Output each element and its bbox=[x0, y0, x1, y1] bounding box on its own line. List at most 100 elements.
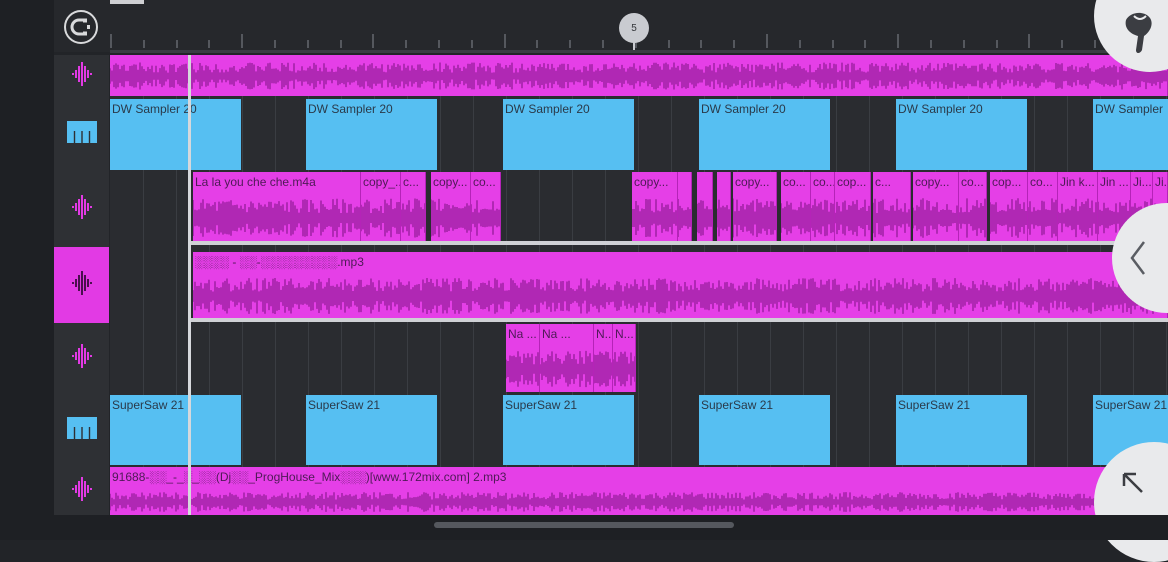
waveform bbox=[632, 199, 677, 237]
track-row[interactable]: 91688-░░_-_░_░░(Dj░░_ProgHouse_Mix░░░)[w… bbox=[54, 467, 1168, 515]
track-row[interactable]: SuperSaw 21 SuperSaw 21 SuperSaw 21 SuperSa… bbox=[54, 394, 1168, 467]
ruler-tick bbox=[438, 40, 440, 48]
audio-clip[interactable]: copy... bbox=[733, 172, 777, 242]
waveform bbox=[990, 198, 1027, 238]
audio-clip[interactable]: La la you che che.m4a bbox=[193, 172, 361, 242]
track-header[interactable] bbox=[54, 55, 109, 98]
ruler-tick bbox=[897, 34, 899, 48]
waveform bbox=[717, 199, 730, 237]
audio-clip[interactable]: N... bbox=[594, 324, 613, 392]
ruler-tick bbox=[241, 34, 243, 48]
audio-clip[interactable]: N... bbox=[613, 324, 636, 392]
playlist-tracks[interactable]: DW Sampler 20 DW Sampler 20 DW Sampler 20 D… bbox=[54, 55, 1168, 515]
pattern-clip[interactable]: SuperSaw 21 bbox=[503, 395, 634, 465]
grid-line bbox=[341, 323, 342, 394]
grid-line bbox=[638, 394, 639, 467]
playhead-line[interactable] bbox=[188, 55, 191, 515]
clip-label: DW Sampler bbox=[1095, 102, 1164, 116]
track-header[interactable] bbox=[54, 98, 109, 171]
clip-label: N... bbox=[615, 327, 634, 341]
audio-clip[interactable]: c... bbox=[401, 172, 426, 242]
pattern-clip[interactable]: DW Sampler 20 bbox=[896, 99, 1027, 170]
clip-label: DW Sampler 20 bbox=[308, 102, 393, 116]
waveform bbox=[913, 198, 958, 238]
pattern-clip[interactable]: DW Sampler 20 bbox=[110, 99, 241, 170]
track-row[interactable] bbox=[54, 55, 1168, 98]
audio-clip[interactable] bbox=[717, 172, 731, 242]
audio-clip[interactable] bbox=[678, 172, 692, 242]
grid-line bbox=[1067, 98, 1068, 171]
grid-line bbox=[506, 171, 507, 247]
audio-clip[interactable]: 91688-░░_-_░_░░(Dj░░_ProgHouse_Mix░░░)[w… bbox=[110, 467, 1168, 515]
audio-clip[interactable]: Jin k... bbox=[1058, 172, 1098, 242]
audio-clip[interactable]: copy... bbox=[431, 172, 471, 242]
audio-clip[interactable]: Na ... bbox=[540, 324, 594, 392]
grid-line bbox=[1067, 394, 1068, 467]
audio-clip[interactable]: copy_... bbox=[361, 172, 401, 242]
snap-button[interactable] bbox=[64, 10, 98, 44]
pattern-clip[interactable]: DW Sampler 20 bbox=[503, 99, 634, 170]
audio-clip[interactable] bbox=[110, 55, 1168, 96]
audio-clip[interactable]: cop... bbox=[835, 172, 871, 242]
grid-line bbox=[1034, 323, 1035, 394]
clip-label: SuperSaw 21 bbox=[112, 398, 185, 412]
pattern-clip[interactable]: SuperSaw 21 bbox=[699, 395, 830, 465]
pattern-clip[interactable]: SuperSaw 21 bbox=[306, 395, 437, 465]
audio-clip[interactable]: Na ... bbox=[506, 324, 540, 392]
track-row[interactable]: ░░░░ - ░░-░░░░░░░░░.mp3 bbox=[54, 247, 1168, 323]
audio-clip[interactable]: copy... bbox=[913, 172, 959, 242]
playhead-marker-stem bbox=[633, 40, 635, 50]
chevron-left-icon bbox=[1130, 241, 1145, 275]
track-row[interactable]: Na ...Na ...N...N... bbox=[54, 323, 1168, 394]
grid-line bbox=[1067, 323, 1068, 394]
top-tab-handle[interactable] bbox=[110, 0, 144, 4]
audio-clip[interactable]: co... bbox=[959, 172, 987, 242]
pattern-clip[interactable]: DW Sampler bbox=[1093, 99, 1168, 170]
waveform bbox=[873, 198, 910, 238]
home-indicator[interactable] bbox=[434, 522, 734, 528]
audio-clip[interactable]: c... bbox=[873, 172, 911, 242]
waveform bbox=[361, 198, 400, 238]
timeline-header[interactable] bbox=[54, 0, 1168, 52]
grid-line bbox=[1034, 98, 1035, 171]
clip-label: DW Sampler 20 bbox=[505, 102, 590, 116]
waveform bbox=[471, 200, 500, 236]
audio-clip[interactable]: ░░░░ - ░░-░░░░░░░░░.mp3 bbox=[193, 252, 1168, 318]
waveform bbox=[193, 198, 360, 238]
audio-clip[interactable] bbox=[697, 172, 713, 242]
track-header[interactable] bbox=[54, 394, 109, 467]
grid-line bbox=[143, 247, 144, 323]
grid-line bbox=[770, 323, 771, 394]
audio-clip[interactable]: cop... bbox=[990, 172, 1028, 242]
audio-clip[interactable]: co... bbox=[781, 172, 811, 242]
audio-clip[interactable]: co... bbox=[471, 172, 501, 242]
pattern-clip[interactable]: DW Sampler 20 bbox=[306, 99, 437, 170]
track-row[interactable]: DW Sampler 20 DW Sampler 20 DW Sampler 20 D… bbox=[54, 98, 1168, 171]
waveform bbox=[781, 201, 810, 235]
piano-keys-icon bbox=[66, 417, 97, 444]
grid-line bbox=[935, 323, 936, 394]
track-header[interactable] bbox=[54, 467, 109, 515]
clip-label: cop... bbox=[992, 175, 1022, 189]
playhead-marker[interactable]: 5 bbox=[619, 13, 649, 43]
waveform bbox=[110, 492, 1167, 512]
track-header[interactable] bbox=[54, 323, 109, 394]
ruler-tick bbox=[668, 40, 670, 48]
audio-clip[interactable]: co... bbox=[811, 172, 835, 242]
grid-line bbox=[275, 98, 276, 171]
pattern-clip[interactable]: DW Sampler 20 bbox=[699, 99, 830, 170]
pattern-clip[interactable]: SuperSaw 21 bbox=[110, 395, 241, 465]
grid-line bbox=[143, 171, 144, 247]
track-header[interactable] bbox=[54, 247, 109, 323]
clip-label: Jin ... bbox=[1100, 175, 1129, 189]
track-header[interactable] bbox=[54, 171, 109, 247]
clip-label: copy... bbox=[433, 175, 468, 189]
grid-line bbox=[440, 98, 441, 171]
audio-clip[interactable]: copy... bbox=[632, 172, 678, 242]
audio-clip[interactable]: co... bbox=[1028, 172, 1058, 242]
waveform bbox=[678, 199, 691, 237]
ruler-tick bbox=[832, 40, 834, 48]
pattern-clip[interactable]: SuperSaw 21 bbox=[896, 395, 1027, 465]
track-lane[interactable] bbox=[110, 323, 1168, 394]
